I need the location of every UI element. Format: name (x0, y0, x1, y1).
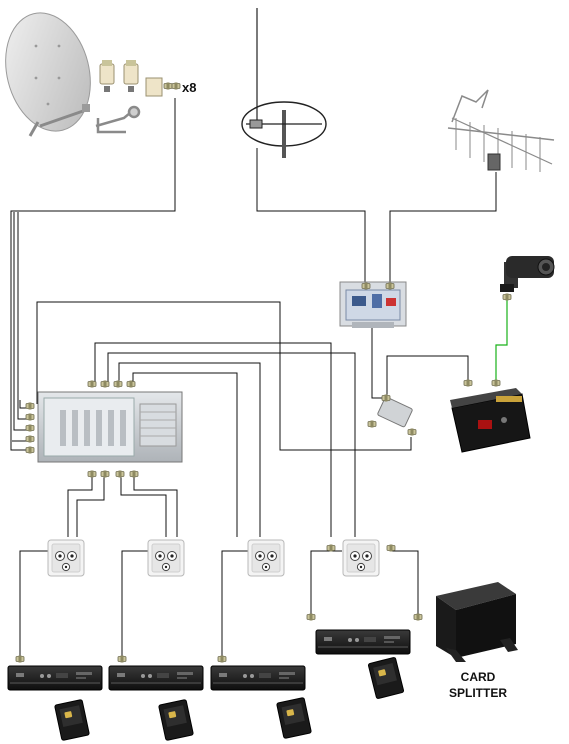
card-splitter-icon (436, 582, 518, 662)
f-connector-icon (171, 82, 181, 90)
wall-outlet-icon (247, 539, 285, 577)
cable-lnb-left-b (17, 212, 28, 420)
cable-splitter-to-modulator (386, 355, 469, 398)
lnb-count-label: x8 (182, 80, 196, 95)
lnb-bracket-icon (95, 105, 141, 134)
card-splitter-label-line2: SPLITTER (449, 686, 507, 700)
cable-lnb-left-c (13, 212, 28, 431)
cable-outlet4-to-rx4b (391, 550, 419, 617)
satellite-receiver-icon (108, 665, 204, 691)
cable-lnb-left-a (19, 400, 28, 409)
cables (10, 98, 497, 661)
wall-outlet-icon (47, 539, 85, 577)
modulator-icon (450, 379, 531, 453)
smart-card-icon (54, 698, 90, 742)
smart-card-icon (158, 698, 194, 742)
security-camera-icon (500, 256, 555, 292)
satellite-receiver-icon (315, 629, 411, 655)
multiswitch-icon (37, 391, 183, 463)
cable-out-d (132, 372, 238, 537)
cable-outlet1-to-rx1 (19, 550, 48, 661)
cable-camera-to-modulator (495, 296, 508, 384)
cable-down-outlet-2 (120, 476, 167, 537)
cable-out-a (94, 342, 332, 537)
cable-lnb-to-multiswitch (10, 98, 176, 451)
cable-down-outlet-1b (76, 476, 105, 537)
wall-outlet-icon (342, 539, 380, 577)
cable-out-c (118, 362, 261, 537)
fm-antenna-icon (241, 8, 327, 158)
smart-card-icon (367, 656, 405, 700)
satellite-receiver-icon (210, 665, 306, 691)
cable-down-outlet-1 (67, 476, 93, 537)
f-connector-icon (502, 293, 512, 301)
cable-fm-to-amp (256, 148, 366, 283)
smart-card-icon (276, 696, 312, 740)
lnb-icon (99, 60, 163, 97)
cable-outlet4-to-rx4a (310, 550, 342, 617)
cable-terrestrial-to-multiswitch (36, 301, 412, 451)
f-connector-icon (163, 82, 173, 90)
satellite-receiver-icon (7, 665, 103, 691)
cable-outlet2-to-rx2 (121, 550, 148, 661)
cable-uhf-to-amp (389, 172, 497, 283)
card-splitter-label-line1: CARD (461, 670, 496, 684)
cable-outlet3-to-rx3 (221, 550, 248, 661)
cable-out-b (107, 352, 356, 537)
satellite-dish-icon (5, 12, 91, 137)
splitter-icon (367, 394, 417, 436)
cable-down-outlet-2b (133, 476, 178, 537)
uhf-antenna-icon (447, 89, 555, 172)
cable-amp-to-splitter (371, 326, 383, 399)
wall-outlet-icon (147, 539, 185, 577)
amplifier-icon (339, 281, 407, 328)
